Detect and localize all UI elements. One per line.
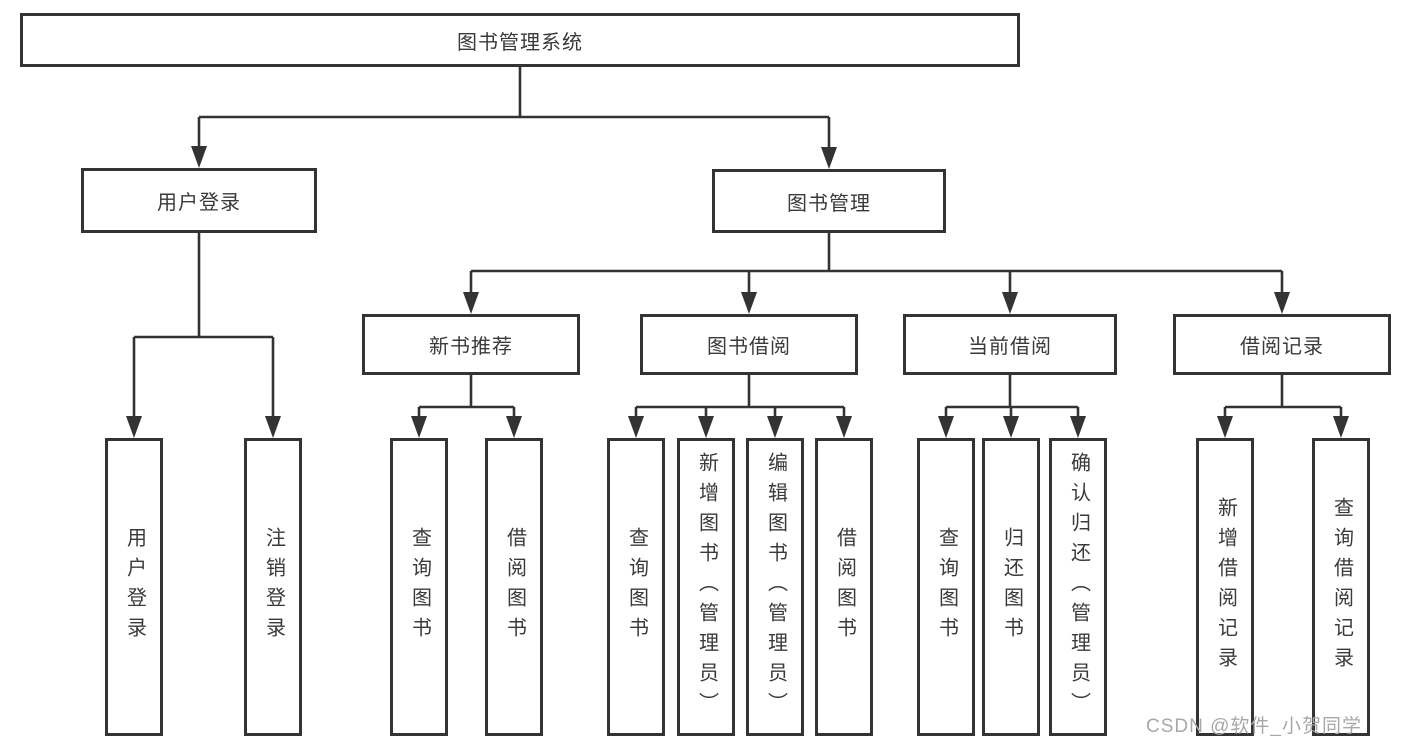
node-current-borrow: 当前借阅: [903, 314, 1117, 375]
node-label: 当前借阅: [968, 336, 1052, 358]
node-library-system: 图书管理系统: [20, 13, 1020, 67]
leaf-query-books-borrow: 查询图书: [607, 438, 665, 736]
leaf-label: 新增借阅记录: [1214, 497, 1237, 677]
leaf-label: 注销登录: [262, 527, 285, 647]
arrowhead: [938, 416, 954, 438]
node-new-book-recommend: 新书推荐: [362, 314, 580, 375]
arrowhead: [1274, 292, 1290, 314]
csdn-watermark: CSDN @软件_小贺同学: [1146, 716, 1362, 737]
leaf-label: 借阅图书: [503, 527, 526, 647]
arrowhead: [463, 292, 479, 314]
leaf-return-book: 归还图书: [982, 438, 1040, 736]
leaf-query-books-current: 查询图书: [917, 438, 975, 736]
leaf-label: 新增图书（管理员）: [695, 452, 718, 722]
leaf-label: 借阅图书: [833, 527, 856, 647]
node-label: 图书管理: [787, 192, 871, 215]
leaf-logout: 注销登录: [244, 438, 302, 736]
node-user-login: 用户登录: [81, 168, 317, 233]
leaf-query-borrow-record: 查询借阅记录: [1312, 438, 1370, 736]
arrowhead: [411, 416, 427, 438]
node-label: 新书推荐: [429, 336, 513, 358]
arrowhead: [265, 416, 281, 438]
leaf-borrow-books: 借阅图书: [815, 438, 873, 736]
node-label: 用户登录: [157, 192, 241, 214]
node-label: 图书管理系统: [457, 31, 583, 54]
node-borrow-records: 借阅记录: [1173, 314, 1391, 375]
node-label: 图书借阅: [707, 336, 791, 358]
leaf-borrow-books-recommend: 借阅图书: [485, 438, 543, 736]
leaf-add-borrow-record: 新增借阅记录: [1196, 438, 1254, 736]
arrowhead: [741, 292, 757, 314]
leaf-label: 查询图书: [408, 527, 431, 647]
arrowhead: [1002, 292, 1018, 314]
arrowhead: [628, 416, 644, 438]
leaf-label: 归还图书: [1000, 527, 1023, 647]
node-book-management: 图书管理: [712, 169, 946, 233]
arrowhead: [1217, 416, 1233, 438]
arrowhead: [767, 416, 783, 438]
arrowhead: [1333, 416, 1349, 438]
leaf-confirm-return-admin: 确认归还（管理员）: [1049, 438, 1107, 736]
arrowhead: [836, 416, 852, 438]
arrowhead: [698, 416, 714, 438]
leaf-label: 查询图书: [935, 527, 958, 647]
leaf-user-login: 用户登录: [105, 438, 163, 736]
leaf-query-books-recommend: 查询图书: [390, 438, 448, 736]
arrowhead: [1003, 416, 1019, 438]
arrowhead: [821, 147, 837, 169]
leaf-label: 查询借阅记录: [1330, 497, 1353, 677]
leaf-edit-book-admin: 编辑图书（管理员）: [746, 438, 804, 736]
arrowhead: [506, 416, 522, 438]
leaf-label: 确认归还（管理员）: [1067, 452, 1090, 722]
node-label: 借阅记录: [1240, 336, 1324, 358]
leaf-label: 用户登录: [123, 527, 146, 647]
leaf-label: 编辑图书（管理员）: [764, 452, 787, 722]
arrowhead: [1070, 416, 1086, 438]
leaf-add-book-admin: 新增图书（管理员）: [677, 438, 735, 736]
node-book-borrow: 图书借阅: [640, 314, 858, 375]
arrowhead: [191, 146, 207, 168]
leaf-label: 查询图书: [625, 527, 648, 647]
arrowhead: [126, 416, 142, 438]
